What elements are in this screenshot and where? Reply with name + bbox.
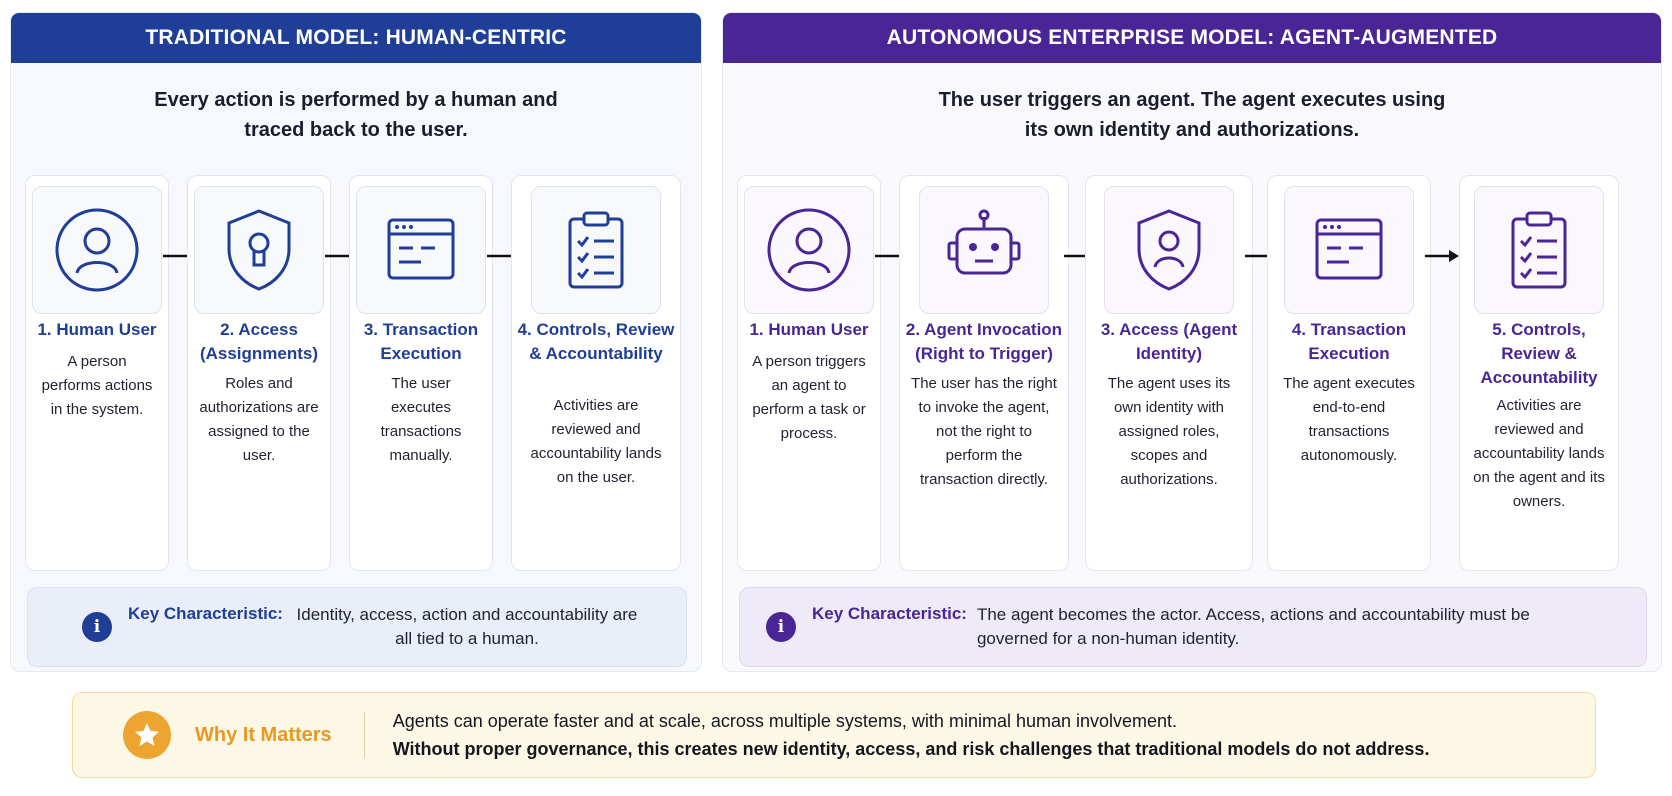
autonomous-subtitle-line2: its own identity and authorizations. — [1024, 119, 1360, 141]
traditional-step-2-card: 2. Access (Assignments) Roles and author… — [187, 175, 331, 571]
step-description: The user has the right to invoke the age… — [911, 375, 1057, 488]
why-it-matters-text: Agents can operate faster and at scale, … — [393, 707, 1430, 763]
key-characteristic-label: Key Characteristic: — [128, 604, 283, 623]
autonomous-step-3-card: 3. Access (Agent Identity) The agent use… — [1085, 175, 1253, 571]
step-description: A person triggers an agent to perform a … — [752, 353, 866, 442]
key-characteristic-text: Identity, access, action and accountabil… — [296, 605, 638, 648]
step-title: 1. Human User — [37, 320, 157, 339]
autonomous-step-5-card: 5. Controls, Review & Accountability Act… — [1459, 175, 1619, 571]
step-title: 4. Transaction Execution — [1291, 320, 1407, 363]
info-icon: i — [82, 612, 112, 642]
traditional-step-1-card: 1. Human User A person performs actions … — [25, 175, 169, 571]
user-icon — [744, 186, 874, 314]
shield-keyhole-icon — [194, 186, 324, 314]
why-line-1: Agents can operate faster and at scale, … — [392, 711, 1178, 731]
traditional-model-panel: TRADITIONAL MODEL: HUMAN-CENTRIC Every a… — [10, 12, 702, 672]
shield-user-icon — [1104, 186, 1234, 314]
step-description: The agent executes end-to-end transactio… — [1283, 375, 1415, 464]
step-description: Activities are reviewed and accountabili… — [530, 397, 662, 486]
star-icon — [123, 711, 171, 759]
info-icon: i — [766, 612, 796, 642]
why-line-2: Without proper governance, this creates … — [392, 739, 1430, 759]
autonomous-step-4-card: 4. Transaction Execution The agent execu… — [1267, 175, 1431, 571]
autonomous-subtitle: The user triggers an agent. The agent ex… — [723, 85, 1661, 145]
step-title: 2. Agent Invocation (Right to Trigger) — [905, 320, 1063, 363]
traditional-step-4-card: 4. Controls, Review & Accountability Act… — [511, 175, 681, 571]
step-description: Activities are reviewed and accountabili… — [1473, 397, 1605, 510]
traditional-key-characteristic: i Key Characteristic: Identity, access, … — [27, 587, 687, 667]
step-title: 1. Human User — [749, 320, 869, 339]
traditional-step-3-card: 3. Transaction Execution The user execut… — [349, 175, 493, 571]
traditional-panel-header: TRADITIONAL MODEL: HUMAN-CENTRIC — [11, 13, 701, 63]
step-title: 2. Access (Assignments) — [199, 320, 319, 363]
why-it-matters-banner: Why It Matters Agents can operate faster… — [72, 692, 1596, 778]
autonomous-step-1-card: 1. Human User A person triggers an agent… — [737, 175, 881, 571]
arrow-right-icon — [1425, 250, 1459, 262]
autonomous-panel-header: AUTONOMOUS ENTERPRISE MODEL: AGENT-AUGME… — [723, 13, 1661, 63]
window-icon — [1284, 186, 1414, 314]
autonomous-model-panel: AUTONOMOUS ENTERPRISE MODEL: AGENT-AUGME… — [722, 12, 1662, 672]
traditional-subtitle-line2: traced back to the user. — [244, 119, 468, 141]
step-title: 5. Controls, Review & Accountability — [1480, 320, 1598, 387]
traditional-subtitle-line1: Every action is performed by a human and — [154, 89, 558, 111]
step-description: Roles and authorizations are assigned to… — [199, 375, 319, 464]
step-description: The user executes transactions manually. — [380, 375, 462, 464]
step-title: 3. Transaction Execution — [363, 320, 479, 363]
step-description: The agent uses its own identity with ass… — [1107, 375, 1231, 488]
step-title: 4. Controls, Review & Accountability — [517, 320, 675, 363]
clipboard-checklist-icon — [531, 186, 661, 314]
key-characteristic-text: The agent becomes the actor. Access, act… — [976, 605, 1530, 648]
why-it-matters-label: Why It Matters — [195, 723, 332, 746]
clipboard-checklist-icon — [1474, 186, 1604, 314]
traditional-subtitle: Every action is performed by a human and… — [11, 85, 701, 145]
divider — [363, 712, 365, 758]
user-icon — [32, 186, 162, 314]
robot-icon — [919, 186, 1049, 314]
step-title: 3. Access (Agent Identity) — [1100, 320, 1238, 363]
step-description: A person performs actions in the system. — [41, 353, 153, 418]
autonomous-subtitle-line1: The user triggers an agent. The agent ex… — [938, 89, 1446, 111]
autonomous-key-characteristic: i Key Characteristic: The agent becomes … — [739, 587, 1647, 667]
key-characteristic-label: Key Characteristic: — [812, 604, 967, 623]
autonomous-step-2-card: 2. Agent Invocation (Right to Trigger) T… — [899, 175, 1069, 571]
window-icon — [356, 186, 486, 314]
